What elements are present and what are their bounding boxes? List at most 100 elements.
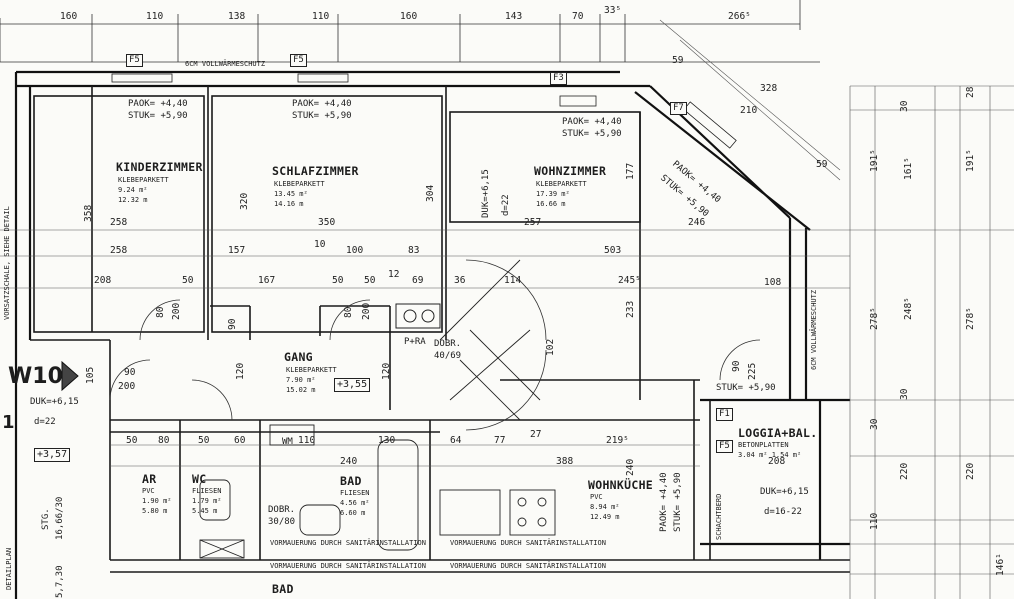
room-name-loggia: LOGGIA+BAL. [738,426,818,440]
top-insulation-note: 6CM VOLLWÄRMESCHUTZ [185,60,266,68]
dim-vert-358: 358 [83,204,94,222]
dim-vert-120: 120 [235,362,246,380]
dim-right-6: 110 [869,512,880,530]
dim-row2-6: 503 [604,245,622,256]
stuk-kinderzimmer: STUK= +5,90 [128,111,188,121]
dim-row4-4: 60 [234,435,246,446]
level-left: +3,57 [34,448,71,462]
dim-row3-3: 167 [258,275,276,286]
dim-vert-233: 233 [625,300,636,318]
paok-kinderzimmer: PAOK= +4,40 [128,99,188,109]
note-bottom-4: VORMAUERUNG DURCH SANITÄRINSTALLATION [450,562,606,570]
top-dimension-line [0,0,820,63]
room-perimeter-wc: 5.45 m [192,507,218,515]
dim-row1-2: 350 [318,217,336,228]
dim-row2-4: 100 [346,245,364,256]
duk-middle-d: d=22 [501,194,511,216]
room-perimeter-wohnkueche: 12.49 m [590,513,620,521]
dim-row4-5: 110 [298,435,316,446]
duk-middle: DUK=+6,15 [481,169,491,218]
window-label-f7: F7 [670,102,687,115]
dim-vert-105: 105 [85,366,96,384]
dim-right-14: 278⁵ [965,307,976,330]
dim-right-12: 146¹ [995,553,1006,576]
dim-right-2: 191⁵ [869,149,880,172]
dim-row3-4: 50 [332,275,344,286]
paok-kueche: PAOK= +4,40 [659,472,669,532]
window-label-f5-3: F5 [716,440,733,453]
dim-vert-120-b: 120 [381,362,392,380]
room-floor-wohnkueche: PVC [590,493,603,501]
dim-top-7: 70 [572,11,584,22]
dim-vert-80: 80 [155,306,166,318]
dim-row4-9: 77 [494,435,506,446]
room-area-gang: 7.90 m² [286,376,316,384]
room-floor-wohnzimmer: KLEBEPARKETT [536,180,587,188]
room-area-wc: 1.79 m² [192,497,222,505]
window-frames [111,73,737,149]
stair [439,259,541,421]
dim-diag-3: 210 [740,105,758,116]
dim-row1-1: 258 [110,217,128,228]
dim-right-3: 30 [899,388,910,400]
dim-right-10: 248⁵ [903,297,914,320]
dim-row1-3: 257 [524,217,542,228]
dobr-size-2: 30/80 [268,517,296,527]
note-bottom-3: VORMAUERUNG DURCH SANITÄRINSTALLATION [270,562,426,570]
room-area-kinderzimmer: 9.24 m² [118,186,148,194]
stg-value-2: 5,7,30 [55,565,65,598]
dim-row3-1: 208 [94,275,112,286]
dim-right-9: 161⁵ [903,157,914,180]
window-label-f3: F3 [550,72,567,85]
note-bottom-2: VORMAUERUNG DURCH SANITÄRINSTALLATION [450,539,606,547]
paok-wohnzimmer: PAOK= +4,40 [562,117,622,127]
duk-left-d: d=22 [34,417,56,427]
dim-vert-90: 90 [731,360,742,372]
dim-row2-3: 10 [314,239,326,250]
chimney [395,303,441,329]
dim-top-1: 160 [60,11,78,22]
dim-row2-1: 258 [110,245,128,256]
dim-90: 90 [124,367,136,378]
stuk-kueche: STUK= +5,90 [673,472,683,532]
dim-vert-177: 177 [625,162,636,180]
dim-200: 200 [118,381,136,392]
stg-label: STG. [41,508,51,530]
dim-row4-11: 388 [556,456,574,467]
dim-diag-2: 328 [760,83,778,94]
dim-top-6: 143 [505,11,523,22]
dim-vert-102: 102 [545,338,556,356]
stg-value: 16,66/30 [55,496,65,540]
room-name-bad-2: BAD [272,582,294,596]
section-arrow-icon [61,360,79,392]
dim-vert-304: 304 [425,184,436,202]
dim-top-2: 110 [146,11,164,22]
room-area-wohnzimmer: 17.39 m² [536,190,570,198]
dim-top-9: 266⁵ [728,11,751,22]
dimension-lines [0,19,1014,599]
bath-fixtures [199,424,556,559]
room-perimeter-kinderzimmer: 12.32 m [118,196,148,204]
dim-row4-10: 27 [530,429,542,440]
room-floor-bad: FLIESEN [340,489,370,497]
stuk-loggia: STUK= +5,90 [716,383,776,393]
dim-right-11: 220 [965,462,976,480]
duk-left: DUK=+6,15 [30,397,79,407]
room-name-ar: AR [142,472,157,486]
dim-right-4: 278⁵ [869,307,880,330]
room-area-wohnkueche: 8.94 m² [590,503,620,511]
schacht-label: SCHACHTBERD [715,493,723,540]
dim-vert-225: 225 [747,362,758,380]
room-name-wc: WC [192,472,207,486]
outer-walls [14,70,850,599]
room-name-wohnzimmer: WOHNZIMMER [534,164,607,178]
dim-right-1: 30 [899,100,910,112]
left-note: VORSATZSCHALE, SIEHE DETAIL [3,206,11,320]
room-name-kinderzimmer: KINDERZIMMER [116,160,203,174]
room-name-bad: BAD [340,474,362,488]
duk-right: DUK=+6,15 [760,487,809,497]
dim-row4-13: 208 [768,456,786,467]
dim-row3-5: 50 [364,275,376,286]
